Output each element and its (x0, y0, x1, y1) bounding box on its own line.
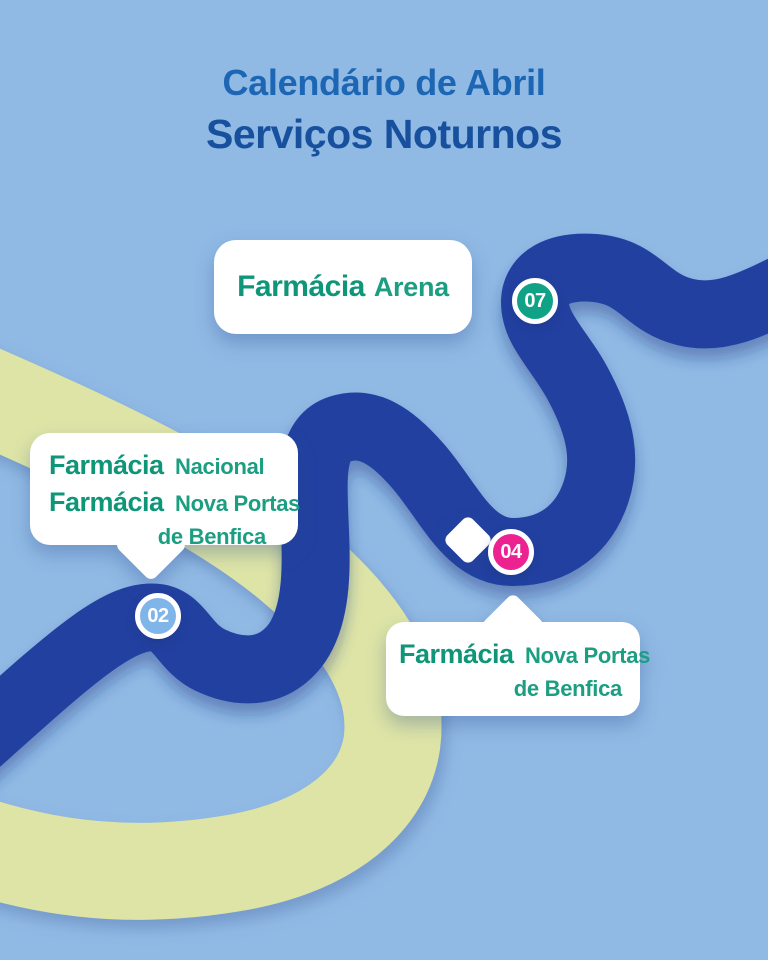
callout-novaportas-card: Farmácia Nova Portas de Benfica (386, 622, 650, 716)
title-line1: Calendário de Abril (222, 62, 546, 103)
callout-farmacia-nova-portas: Farmácia Nova Portas de Benfica (386, 592, 650, 716)
pharmacy-brand-label: Farmácia (399, 639, 514, 669)
pharmacy-name-label: Nova Portas (525, 643, 651, 668)
pharmacy-name-label: Nova Portas (175, 491, 301, 516)
title-line2: Serviços Noturnos (205, 111, 563, 157)
stop-badge-07: 07 (512, 278, 558, 324)
pharmacy-brand-label: Farmácia (49, 487, 164, 517)
road-path (0, 233, 768, 767)
stop-badge-02-number: 02 (147, 604, 169, 627)
pharmacy-brand-label: Farmácia (49, 450, 164, 480)
stop-badge-04: 04 (488, 529, 534, 575)
stop-badge-07-number: 07 (524, 289, 546, 312)
callout-nacional-card: Farmácia Nacional Farmácia Nova Portas d… (30, 433, 301, 549)
title-block: Calendário de Abril Serviços Noturnos (0, 62, 768, 158)
pharmacy-name-label: Nacional (175, 454, 265, 479)
pharmacy-name-label: Arena (373, 271, 449, 302)
stop-badge-04-number: 04 (500, 540, 522, 563)
pharmacy-line-2: Farmácia Nova Portas (49, 486, 301, 523)
pharmacy-line-1: Farmácia Nacional (49, 449, 298, 486)
pharmacy-line-1: Farmácia Nova Portas (399, 638, 650, 675)
callout-arena-card: Farmácia Arena (214, 240, 472, 334)
callout-farmacia-nacional: Farmácia Nacional Farmácia Nova Portas d… (30, 433, 301, 582)
stop-badge-02: 02 (135, 593, 181, 639)
pharmacy-line-3: de Benfica (157, 524, 267, 549)
pharmacy-brand-label: Farmácia (237, 270, 365, 303)
pharmacy-line-2: de Benfica (513, 676, 623, 701)
callout-farmacia-arena: Farmácia Arena (214, 240, 494, 566)
